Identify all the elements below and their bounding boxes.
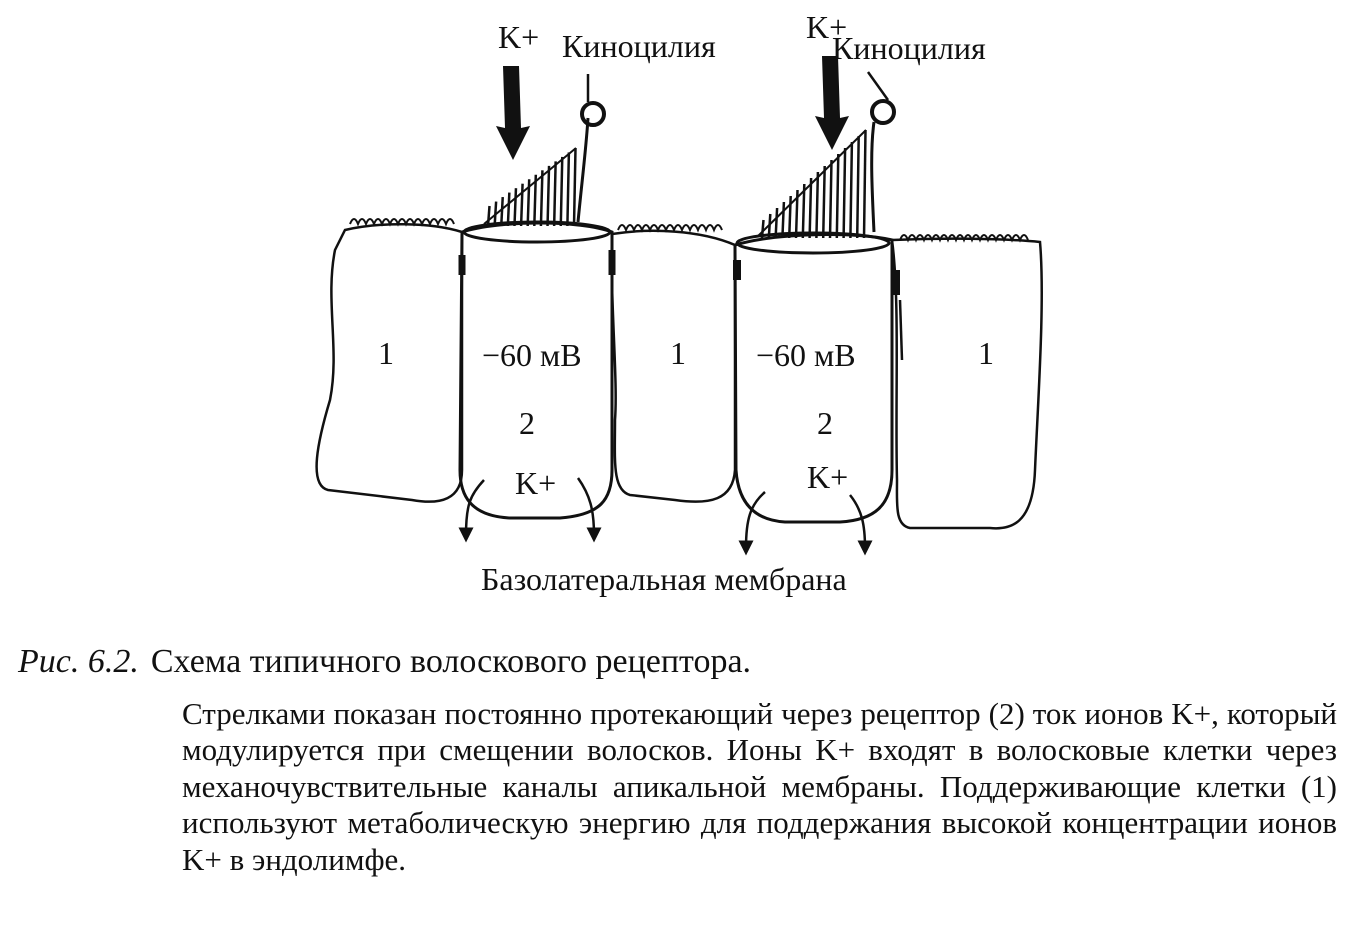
- stereocilium: [835, 153, 840, 239]
- kinocilium-right-pointer: [866, 71, 890, 101]
- figure-number: Рис. 6.2.: [18, 643, 139, 680]
- support-cell-right: [890, 237, 1043, 530]
- support-cell-1-label: 1: [378, 335, 394, 371]
- receptor-2-number: 2: [817, 405, 833, 441]
- basolateral-membrane-label: Базолатеральная мембрана: [481, 561, 847, 597]
- stereocilium: [787, 195, 792, 239]
- junction-right-c: [898, 299, 904, 361]
- stereocilium: [774, 207, 779, 239]
- receptor-1-ion: K+: [515, 465, 556, 501]
- k-influx-arrow-left: [496, 66, 530, 160]
- stereocilia-tip-links: [483, 147, 577, 225]
- microvilli-middle: [617, 224, 723, 233]
- stereocilium: [842, 147, 847, 239]
- stereocilia-tip-links: [757, 129, 867, 237]
- receptor-2-ion: K+: [807, 459, 848, 495]
- kinocilium-right: [870, 121, 876, 233]
- support-cell-left: [315, 222, 464, 503]
- hair-receptor-diagram: K+ Киноцилия K+ Киноцилия 1 1 1 −60 мВ −…: [315, 9, 1043, 597]
- hair-cell-right-apex: [735, 231, 891, 255]
- kinocilium-left: [576, 117, 590, 223]
- stereocilium: [828, 159, 833, 239]
- hair-cell-right: [733, 233, 894, 524]
- receptor-1-potential: −60 мВ: [482, 337, 582, 373]
- kinocilium-label-left: Киноцилия: [562, 28, 716, 64]
- k-efflux-arrow-4: [849, 494, 873, 556]
- stereocilium: [572, 147, 577, 227]
- kinocilium-left-tip: [580, 101, 606, 127]
- description-text: Стрелками показан постоянно протекающий …: [182, 696, 1337, 877]
- ion-label-right: K+: [806, 9, 847, 45]
- receptor-1-number: 2: [519, 405, 535, 441]
- kinocilium-right-tip: [870, 99, 896, 125]
- stereocilium: [519, 183, 524, 227]
- receptor-2-potential: −60 мВ: [756, 337, 856, 373]
- k-efflux-arrow-2: [576, 477, 602, 543]
- stereocilium: [506, 192, 511, 227]
- k-efflux-arrow-1: [458, 479, 485, 543]
- stereocilium: [533, 174, 538, 227]
- stereocilium: [815, 171, 820, 239]
- kinocilium-label-right: Киноцилия: [832, 30, 986, 66]
- figure-caption: Рис. 6.2. Схема типичного волоскового рец…: [18, 640, 1348, 684]
- microvilli-left: [349, 218, 455, 227]
- figure-description: Стрелками показан постоянно протекающий …: [182, 696, 1337, 878]
- stereocilium: [808, 177, 813, 239]
- support-cell-3-label: 1: [978, 335, 994, 371]
- stereocilium: [486, 205, 491, 227]
- k-efflux-arrow-3: [738, 491, 766, 556]
- stereocilium: [546, 165, 551, 227]
- stereocilium: [855, 135, 860, 239]
- k-influx-arrow-right: [815, 56, 849, 150]
- stereocilium: [849, 141, 854, 239]
- stereocilium: [760, 219, 765, 239]
- stereocilium: [566, 152, 571, 227]
- stereocilium: [539, 170, 544, 227]
- stereocilium: [513, 188, 518, 227]
- stereocilium: [499, 197, 504, 227]
- stereocilium: [821, 165, 826, 239]
- support-cell-middle: [610, 229, 737, 503]
- stereocilia-bundle-right: [757, 129, 867, 239]
- stereocilium: [801, 183, 806, 239]
- figure-title: Схема типичного волоскового рецептора.: [150, 643, 752, 680]
- stereocilium: [862, 129, 867, 239]
- stereocilium: [781, 201, 786, 239]
- stereocilia-bundle-left: [483, 147, 577, 227]
- stereocilium: [559, 156, 564, 227]
- hair-cell-left-apex: [462, 220, 612, 244]
- microvilli-right: [899, 234, 1029, 243]
- ion-label-left: K+: [498, 19, 539, 55]
- stereocilium: [552, 161, 557, 227]
- support-cell-2-label: 1: [670, 335, 686, 371]
